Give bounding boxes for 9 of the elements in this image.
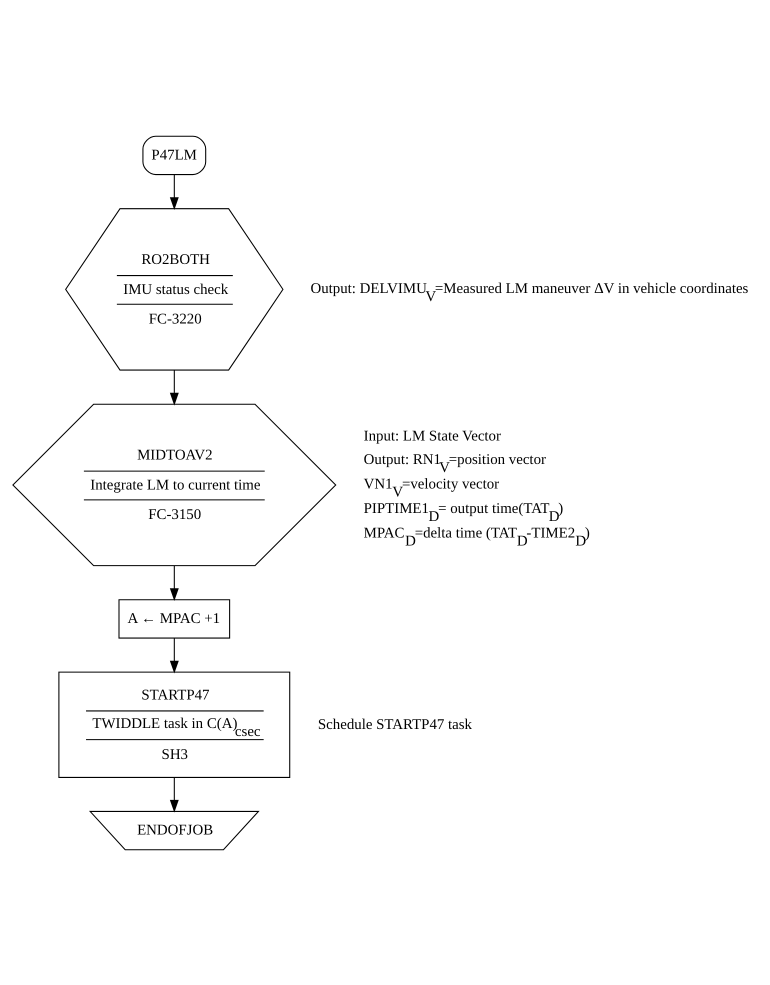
arrow [170,777,179,812]
arrow [170,638,179,674]
arrow [170,370,179,406]
node-box: A ← MPAC +1 [118,598,230,638]
arrow [170,565,179,601]
arrow [170,174,179,210]
node-box: P47LM [142,135,206,175]
node-label: Input: LM State Vector [364,428,501,444]
node-label: Schedule STARTP47 task [318,716,472,733]
